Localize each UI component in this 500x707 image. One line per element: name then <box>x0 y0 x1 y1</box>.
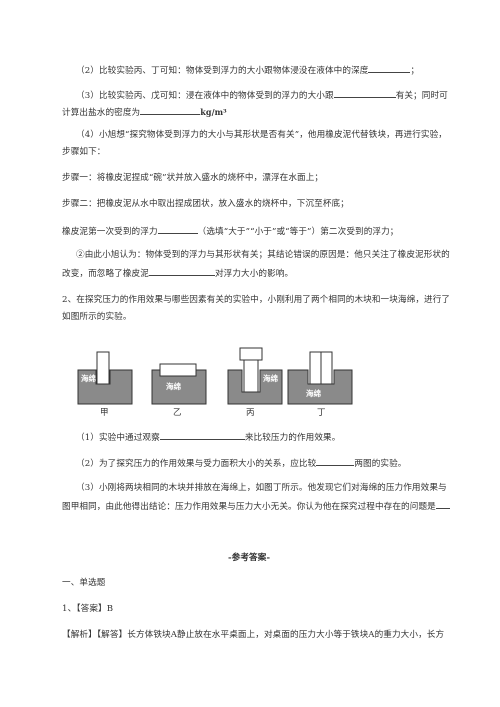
sponge-label: 海绵 <box>166 381 181 391</box>
sponge-experiment-figure: 海绵 海绵 海绵 海绵 甲 乙 丙 丁 <box>70 344 370 422</box>
q2-intro-line1: 2、在探究压力的作用效果与哪些因素有关的实验中，小刚利用了两个相同的木块和一块海… <box>62 295 451 305</box>
q1-part3-text2: 有关；同时可 <box>395 91 448 101</box>
setup-ding <box>287 351 353 405</box>
answer-blank[interactable] <box>140 105 201 115</box>
q1-part2-text: （2）比较实验丙、丁可知：物体受到浮力的大小跟物体浸没在液体中的深度 <box>76 66 369 76</box>
q2-part2-text2: 两图的实验。 <box>354 459 407 469</box>
setup-yi <box>151 363 207 405</box>
q2-part2: （2）为了探究压力的作用效果与受力面积大小的关系，应比较 两图的实验。 <box>76 456 406 470</box>
q2-part3-text2: 图甲相同，由此他得出结论：压力作用效果与压力大小无关。你认为他在探究过程中存在的… <box>62 502 436 512</box>
q1-part3-text3: 计算出盐水的密度为 <box>62 108 141 118</box>
answer-item-1: 1、【答案】B <box>62 604 114 614</box>
q2-part1-text1: （1）实验中通过观察 <box>76 433 160 443</box>
answer-blank[interactable] <box>157 224 198 234</box>
caption-ding: 丁 <box>317 408 326 418</box>
q1-conclusion-line2: 改变，而忽略了橡皮泥 对浮力大小的影响。 <box>62 266 293 280</box>
q1-part2: （2）比较实验丙、丁可知：物体受到浮力的大小跟物体浸没在液体中的深度 ； <box>76 63 419 77</box>
answer-blank[interactable] <box>316 456 355 466</box>
sponge-label: 海绵 <box>81 373 96 383</box>
q1-conclusion-text2a: 改变，而忽略了橡皮泥 <box>62 269 149 279</box>
caption-jia: 甲 <box>100 408 109 418</box>
q1-part4-line2: 步骤如下： <box>62 147 106 157</box>
q1-step2: 步骤二：把橡皮泥从水中取出捏成团状，放入盛水的烧杯中，下沉至杯底； <box>62 199 349 209</box>
setup-jia <box>77 351 133 405</box>
q1-compare: 橡皮泥第一次受到的浮力 （选填“大于”“小于”或“等于”）第二次受到的浮力； <box>62 224 398 238</box>
figure-drawing: 海绵 海绵 海绵 海绵 <box>77 347 353 405</box>
q1-part3-line2: 计算出盐水的密度为 kg/m³ <box>62 105 227 119</box>
sponge-label: 海绵 <box>263 373 278 383</box>
answer-key-heading: -参考答案- <box>228 553 271 563</box>
q2-intro-line2: 如图所示的实验。 <box>62 312 132 322</box>
answer-blank[interactable] <box>368 63 411 73</box>
q1-part2-tail: ； <box>410 66 420 76</box>
answer-blank[interactable] <box>159 430 245 440</box>
q1-compare-text2: （选填“大于”“小于”或“等于”）第二次受到的浮力； <box>197 227 399 237</box>
answer-blank[interactable] <box>435 499 450 509</box>
answer-blank[interactable] <box>333 88 396 98</box>
q1-conclusion-line1: ②由此小旭认为：物体受到的浮力与其形状有关；其结论错误的原因是：他只关注了橡皮泥… <box>76 250 450 260</box>
answer-section-title: 一、单选题 <box>62 578 106 588</box>
setup-bing <box>227 347 283 405</box>
q1-step1: 步骤一：将橡皮泥捏成“碗”状并放入盛水的烧杯中，漂浮在水面上； <box>62 173 324 183</box>
q2-part3-line2: 图甲相同，由此他得出结论：压力作用效果与压力大小无关。你认为他在探究过程中存在的… <box>62 499 450 513</box>
q1-part3-text1: （3）比较实验丙、戊可知：浸在液体中的物体受到的浮力的大小跟 <box>76 91 334 101</box>
q2-part2-text1: （2）为了探究压力的作用效果与受力面积大小的关系，应比较 <box>76 459 317 469</box>
q1-part3-line1: （3）比较实验丙、戊可知：浸在液体中的物体受到的浮力的大小跟 有关；同时可 <box>76 88 448 102</box>
q1-part4-line1: （4）小旭想“探究物体受到浮力的大小与其形状是否有关”，他用橡皮泥代替铁块，再进… <box>76 130 447 140</box>
q1-conclusion-text2b: 对浮力大小的影响。 <box>214 269 294 279</box>
sponge-label: 海绵 <box>306 388 321 398</box>
answer-blank[interactable] <box>148 266 215 276</box>
q1-compare-text1: 橡皮泥第一次受到的浮力 <box>62 227 158 237</box>
caption-yi: 乙 <box>173 408 182 418</box>
q2-part3-line1: （3）小刚将两块相同的木块并排放在海绵上，如图丁所示。他发现它们对海绵的压力作用… <box>76 483 447 493</box>
q2-part1: （1）实验中通过观察 来比较压力的作用效果。 <box>76 430 340 444</box>
density-unit: kg/m³ <box>200 107 227 117</box>
answer-analysis: 【解析】【解答】长方体铁块A静止放在水平桌面上，对桌面的压力大小等于铁块A的重力… <box>62 630 445 640</box>
q2-part1-text2: 来比较压力的作用效果。 <box>244 433 341 443</box>
caption-bing: 丙 <box>246 408 255 418</box>
